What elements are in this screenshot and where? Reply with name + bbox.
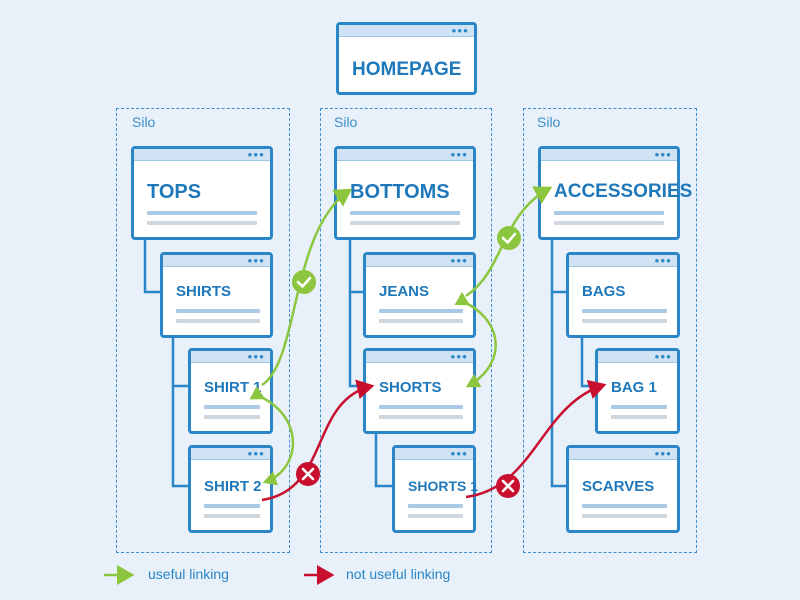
text-placeholder-line	[147, 211, 257, 215]
item-title: SHIRT 1	[204, 379, 262, 396]
text-placeholder-line	[408, 514, 463, 518]
text-placeholder-line	[350, 211, 460, 215]
silo-label-1: Silo	[132, 114, 156, 130]
not-useful-link-shorts1-bag1	[465, 379, 607, 499]
text-placeholder-line	[582, 309, 667, 313]
window-bar: ●●●	[191, 351, 270, 363]
text-placeholder-line	[204, 405, 260, 409]
subcategory-card-shirts[interactable]: ●●● SHIRTS	[160, 252, 273, 338]
text-placeholder-line	[379, 405, 463, 409]
item-title: BAG 1	[611, 379, 657, 396]
category-title: BOTTOMS	[350, 181, 450, 203]
text-placeholder-line	[379, 309, 463, 313]
text-placeholder-line	[204, 514, 260, 518]
window-dots-icon: ●●●	[247, 150, 265, 159]
text-placeholder-line	[350, 221, 460, 225]
homepage-title: HOMEPAGE	[352, 59, 462, 80]
subcategory-card-scarves[interactable]: ●●● SCARVES	[566, 445, 680, 533]
window-dots-icon: ●●●	[247, 256, 265, 265]
window-dots-icon: ●●●	[451, 26, 469, 35]
subcategory-card-bags[interactable]: ●●● BAGS	[566, 252, 680, 338]
text-placeholder-line	[554, 211, 664, 215]
silo-frame-2	[320, 108, 492, 553]
text-placeholder-line	[554, 221, 664, 225]
text-placeholder-line	[611, 405, 667, 409]
category-title: TOPS	[147, 181, 202, 203]
legend-useful-label: useful linking	[148, 566, 229, 582]
text-placeholder-line	[147, 221, 257, 225]
window-dots-icon: ●●●	[654, 256, 672, 265]
window-bar: ●●●	[339, 25, 474, 37]
text-placeholder-line	[204, 504, 260, 508]
text-placeholder-line	[582, 504, 667, 508]
category-title: ACCESSORIES	[554, 181, 693, 202]
text-placeholder-line	[582, 319, 667, 323]
not-useful-link-shirt2-shorts	[261, 379, 375, 502]
legend-not-useful-label: not useful linking	[346, 566, 451, 582]
text-placeholder-line	[204, 415, 260, 419]
category-card-tops[interactable]: ●●● TOPS	[131, 146, 273, 240]
window-dots-icon: ●●●	[654, 449, 672, 458]
silo-frame-3	[523, 108, 697, 553]
item-card-bag-1[interactable]: ●●● BAG 1	[595, 348, 680, 434]
window-dots-icon: ●●●	[247, 352, 265, 361]
window-bar: ●●●	[366, 255, 473, 267]
connector-accessories-scarves	[550, 292, 568, 488]
text-placeholder-line	[582, 514, 667, 518]
window-bar: ●●●	[163, 255, 270, 267]
window-bar: ●●●	[395, 448, 473, 460]
connector-shirts-shirt2	[171, 386, 190, 488]
check-circle-icon	[292, 270, 316, 294]
text-placeholder-line	[379, 319, 463, 323]
text-placeholder-line	[408, 504, 463, 508]
window-dots-icon: ●●●	[450, 449, 468, 458]
window-dots-icon: ●●●	[450, 256, 468, 265]
window-dots-icon: ●●●	[654, 352, 672, 361]
item-title: SHORTS	[379, 379, 442, 396]
window-bar: ●●●	[569, 448, 677, 460]
text-placeholder-line	[611, 415, 667, 419]
homepage-card[interactable]: ●●● HOMEPAGE	[336, 22, 477, 95]
subcategory-title: SHIRTS	[176, 283, 232, 300]
window-bar: ●●●	[598, 351, 677, 363]
category-card-accessories[interactable]: ●●● ACCESSORIES	[538, 146, 692, 240]
item-title: SHIRT 2	[204, 478, 262, 495]
useful-link-jeans-shorts	[454, 291, 497, 388]
connector-tops-shirts	[143, 240, 162, 294]
connector-shorts-shorts1	[374, 434, 394, 488]
text-placeholder-line	[379, 415, 463, 419]
window-bar: ●●●	[569, 255, 677, 267]
category-card-bottoms[interactable]: ●●● BOTTOMS	[334, 146, 476, 240]
x-circle-icon	[496, 474, 520, 498]
window-bar: ●●●	[541, 149, 677, 161]
subcategory-title: BAGS	[582, 283, 626, 300]
subcategory-title: SCARVES	[582, 478, 655, 495]
item-card-shorts-1[interactable]: ●●● SHORTS 1	[392, 445, 479, 533]
window-dots-icon: ●●●	[654, 150, 672, 159]
silo-label-3: Silo	[537, 114, 561, 130]
check-circle-icon	[497, 226, 521, 250]
text-placeholder-line	[176, 309, 260, 313]
window-bar: ●●●	[134, 149, 270, 161]
text-placeholder-line	[176, 319, 260, 323]
x-circle-icon	[296, 462, 320, 486]
window-bar: ●●●	[337, 149, 473, 161]
subcategory-title: JEANS	[379, 283, 430, 300]
useful-link-shirt1-shirt2	[249, 386, 295, 486]
item-title: SHORTS 1	[408, 478, 479, 494]
useful-link-shirt1-bottoms	[261, 188, 353, 387]
window-dots-icon: ●●●	[450, 150, 468, 159]
silo-label-2: Silo	[334, 114, 358, 130]
